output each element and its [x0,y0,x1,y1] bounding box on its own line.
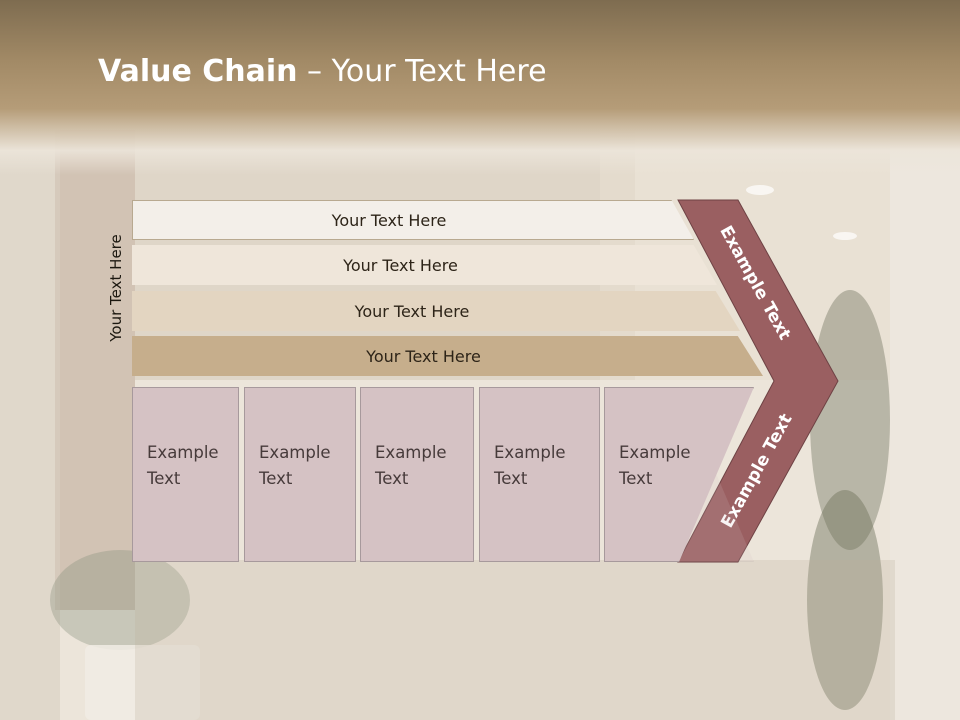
box-text-line1: Example [259,443,331,462]
box-text-line2: Text [494,469,528,488]
value-chain-row-1: Your Text Here [132,200,694,240]
box-text-line1: Example [147,443,219,462]
header-band [0,0,960,175]
slide-title-bold: Value Chain [98,54,298,89]
side-label: Your Text Here [107,234,125,342]
box-text-line2: Text [259,469,293,488]
value-chain-row-2: Your Text Here [132,245,717,285]
value-chain-row-3: Your Text Here [132,291,740,331]
slide-title: Value Chain – Your Text Here [98,54,547,89]
box-text-line1: Example [619,443,691,462]
slide-title-rest: – Your Text Here [297,54,547,89]
row-label: Your Text Here [331,210,447,230]
box-text-line2: Text [147,469,181,488]
value-chain-row-4: Your Text Here [132,336,763,376]
box-text-line2: Text [619,469,653,488]
row-label: Your Text Here [354,301,470,321]
box-text-line1: Example [494,443,566,462]
box-text-line1: Example [375,443,447,462]
row-label: Your Text Here [343,255,458,275]
box-text-line2: Text [375,469,409,488]
row-label: Your Text Here [366,346,481,366]
